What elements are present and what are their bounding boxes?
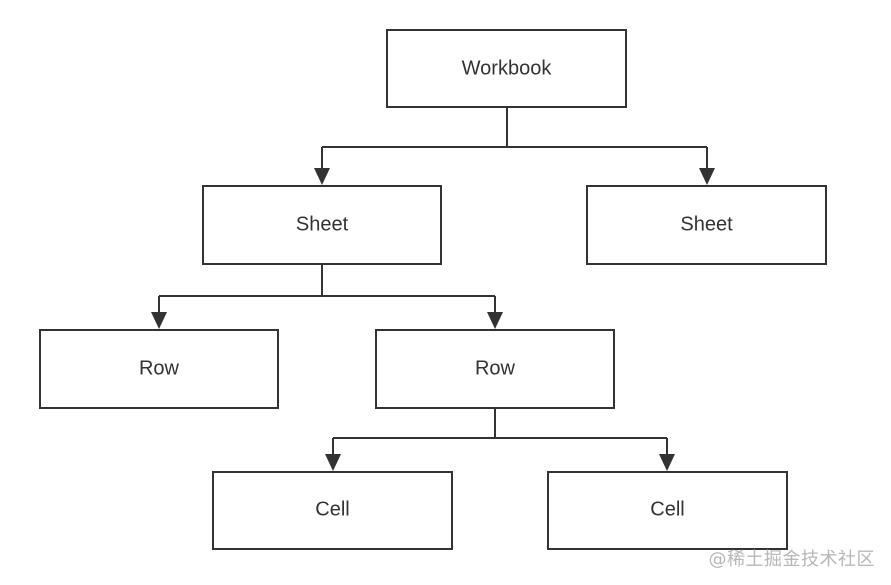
node-row-1-label: Row — [139, 357, 180, 379]
arrowhead-to-cell-1 — [325, 454, 341, 471]
node-sheet-1-label: Sheet — [296, 213, 349, 235]
node-cell-1: Cell — [212, 471, 453, 550]
arrowheads — [151, 168, 715, 471]
arrowhead-to-row-1 — [151, 312, 167, 329]
node-row-2: Row — [375, 329, 615, 409]
node-row-1-box — [39, 329, 279, 409]
connector-row-to-cells — [332, 408, 668, 458]
node-row-2-box — [375, 329, 615, 409]
arrowhead-to-sheet-1 — [314, 168, 330, 185]
arrowhead-to-row-2 — [487, 312, 503, 329]
node-workbook: Workbook — [386, 29, 627, 108]
arrowhead-to-sheet-2 — [699, 168, 715, 185]
node-workbook-box — [386, 29, 627, 108]
arrowhead-to-cell-2 — [659, 454, 675, 471]
connector-sheet-to-rows — [158, 264, 496, 315]
node-workbook-label: Workbook — [462, 57, 553, 79]
connectors — [158, 107, 708, 458]
node-cell-1-box — [212, 471, 453, 550]
node-sheet-1: Sheet — [202, 185, 442, 265]
node-sheet-2-label: Sheet — [680, 213, 733, 235]
node-cell-2: Cell — [547, 471, 788, 550]
node-cell-1-label: Cell — [315, 498, 349, 520]
node-row-2-label: Row — [475, 357, 516, 379]
node-row-1: Row — [39, 329, 279, 409]
node-sheet-1-box — [202, 185, 442, 265]
connector-workbook-to-sheets — [321, 107, 708, 170]
node-sheet-2-box — [586, 185, 827, 265]
node-cell-2-box — [547, 471, 788, 550]
node-cell-2-label: Cell — [650, 498, 684, 520]
watermark-text: @稀土掘金技术社区 — [708, 549, 875, 570]
node-sheet-2: Sheet — [586, 185, 827, 265]
